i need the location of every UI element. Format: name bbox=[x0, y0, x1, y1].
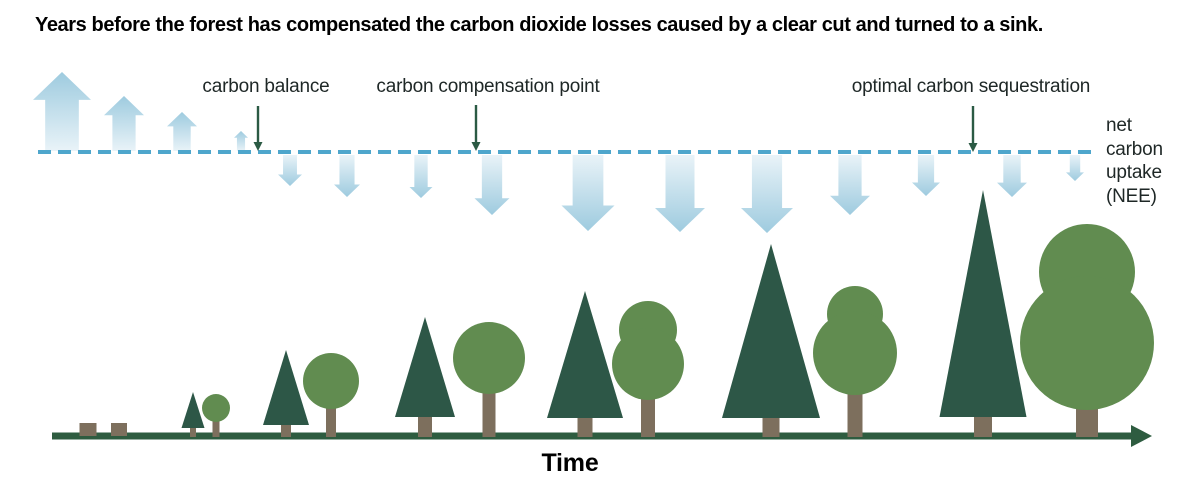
emission-arrow bbox=[234, 131, 248, 151]
tree-trunk bbox=[577, 414, 593, 437]
emission-arrow bbox=[167, 112, 197, 151]
uptake-arrow bbox=[561, 155, 615, 231]
stump-block bbox=[79, 423, 97, 436]
tree-trunk bbox=[281, 421, 291, 437]
pointer-arrow-carbon-compensation-point bbox=[471, 105, 481, 151]
pointer-head bbox=[471, 142, 481, 151]
tree-broadleaf bbox=[303, 353, 359, 437]
diagram-title: Years before the forest has compensated … bbox=[35, 14, 1043, 36]
uptake-arrow bbox=[474, 155, 510, 215]
tree-stump bbox=[111, 423, 127, 436]
uptake-arrow bbox=[912, 155, 940, 196]
tree-trunk bbox=[190, 424, 196, 437]
emission-arrow bbox=[104, 96, 144, 151]
label-carbon-balance: carbon balance bbox=[202, 76, 330, 97]
broadleaf-canopy-bottom bbox=[612, 328, 684, 400]
uptake-arrow bbox=[830, 155, 870, 215]
uptake-arrow bbox=[409, 155, 433, 198]
emission-arrow bbox=[33, 72, 91, 151]
tree-conifer bbox=[939, 190, 1027, 437]
conifer-canopy bbox=[722, 244, 820, 418]
tree-broadleaf-double bbox=[813, 286, 897, 437]
stump-block bbox=[111, 423, 127, 436]
conifer-canopy bbox=[181, 392, 205, 428]
label-net-carbon-uptake-nee: net carbon uptake (NEE) bbox=[1106, 115, 1163, 207]
tree-trunk bbox=[974, 413, 992, 437]
conifer-canopy bbox=[263, 350, 309, 425]
tree-trunk bbox=[762, 414, 780, 437]
label-carbon-compensation-point: carbon compensation point bbox=[376, 76, 600, 97]
conifer-canopy bbox=[395, 317, 455, 417]
tree-conifer bbox=[547, 291, 623, 437]
pointer-head bbox=[968, 143, 978, 152]
broadleaf-canopy bbox=[453, 322, 525, 394]
uptake-arrow bbox=[1066, 155, 1084, 181]
conifer-canopy bbox=[939, 190, 1027, 417]
tree-broadleaf bbox=[202, 394, 230, 437]
broadleaf-canopy-bottom bbox=[1020, 276, 1154, 410]
pointer-arrow-carbon-balance bbox=[253, 106, 263, 151]
tree-conifer bbox=[263, 350, 309, 437]
uptake-arrow bbox=[741, 155, 793, 233]
tree-stump bbox=[79, 423, 97, 436]
broadleaf-canopy-bottom bbox=[813, 311, 897, 395]
conifer-canopy bbox=[547, 291, 623, 418]
tree-trunk bbox=[418, 413, 432, 437]
time-axis-arrowhead bbox=[1131, 425, 1152, 447]
uptake-arrow bbox=[334, 155, 360, 197]
pointer-arrow-optimal-carbon-sequestration bbox=[968, 106, 978, 152]
tree-conifer bbox=[395, 317, 455, 437]
broadleaf-canopy bbox=[303, 353, 359, 409]
tree-broadleaf-double bbox=[612, 301, 684, 437]
uptake-arrow bbox=[655, 155, 705, 232]
uptake-arrow bbox=[997, 155, 1027, 197]
label-optimal-carbon-sequestration: optimal carbon sequestration bbox=[851, 76, 1091, 97]
tree-trunk bbox=[212, 408, 220, 437]
uptake-arrow bbox=[278, 155, 302, 186]
tree-broadleaf bbox=[453, 322, 525, 437]
tree-conifer bbox=[722, 244, 820, 437]
tree-conifer bbox=[181, 392, 205, 437]
broadleaf-canopy bbox=[202, 394, 230, 422]
tree-broadleaf-double bbox=[1020, 224, 1154, 437]
label-time-axis: Time bbox=[541, 449, 599, 477]
pointer-head bbox=[253, 142, 263, 151]
